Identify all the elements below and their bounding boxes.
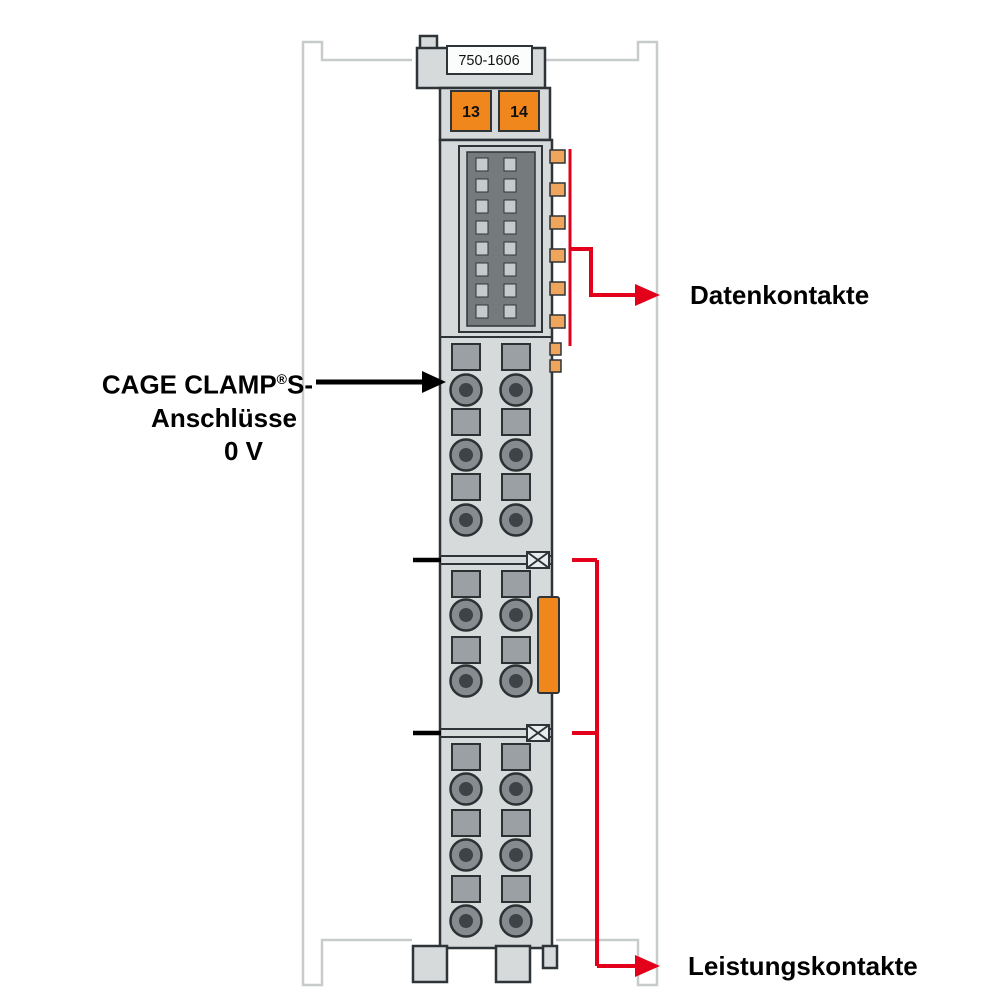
registered-mark: ®	[276, 371, 287, 387]
cage-clamp-label-line3: 0 V	[223, 435, 263, 466]
cage-clamp-label-line1: CAGE CLAMP®S-	[101, 369, 313, 400]
terminal-14-label: 14	[510, 104, 528, 121]
data-contact	[549, 248, 566, 263]
release-latch	[537, 596, 560, 694]
din-rail-left	[301, 40, 412, 987]
terminal-14	[498, 90, 540, 132]
data-contacts-arrow	[568, 149, 660, 346]
arrow-shaft	[570, 247, 635, 297]
part-number-text: 750-1606	[458, 53, 519, 69]
leistungskontakte-label: Leistungskontakte	[688, 951, 918, 981]
data-contact	[549, 281, 566, 296]
terminal-13-label: 13	[462, 104, 480, 121]
arrow-head	[635, 955, 660, 977]
cage-clamp-label: CAGE CLAMP®S- Anschlüsse 0 V	[102, 363, 313, 468]
terminal-13	[450, 90, 492, 132]
arrow-head	[635, 284, 660, 306]
cage-clamp-arrow	[316, 371, 446, 393]
data-contact-small	[549, 342, 562, 356]
data-contact	[549, 149, 566, 164]
data-contact-small	[549, 359, 562, 373]
data-contact	[549, 314, 566, 329]
data-connector-socket	[466, 151, 536, 327]
data-contact	[549, 215, 566, 230]
data-contacts	[549, 149, 566, 373]
part-number-plate	[446, 45, 533, 75]
data-contact	[549, 182, 566, 197]
foot-right	[541, 944, 559, 970]
cage-clamp-label-line2: Anschlüsse	[151, 402, 297, 433]
power-contacts-arrow	[572, 558, 660, 977]
din-rail-right	[545, 40, 659, 987]
datenkontakte-label: Datenkontakte	[690, 280, 870, 310]
foot-left	[411, 944, 449, 984]
foot-center	[494, 944, 532, 984]
arrow-head	[422, 371, 446, 393]
